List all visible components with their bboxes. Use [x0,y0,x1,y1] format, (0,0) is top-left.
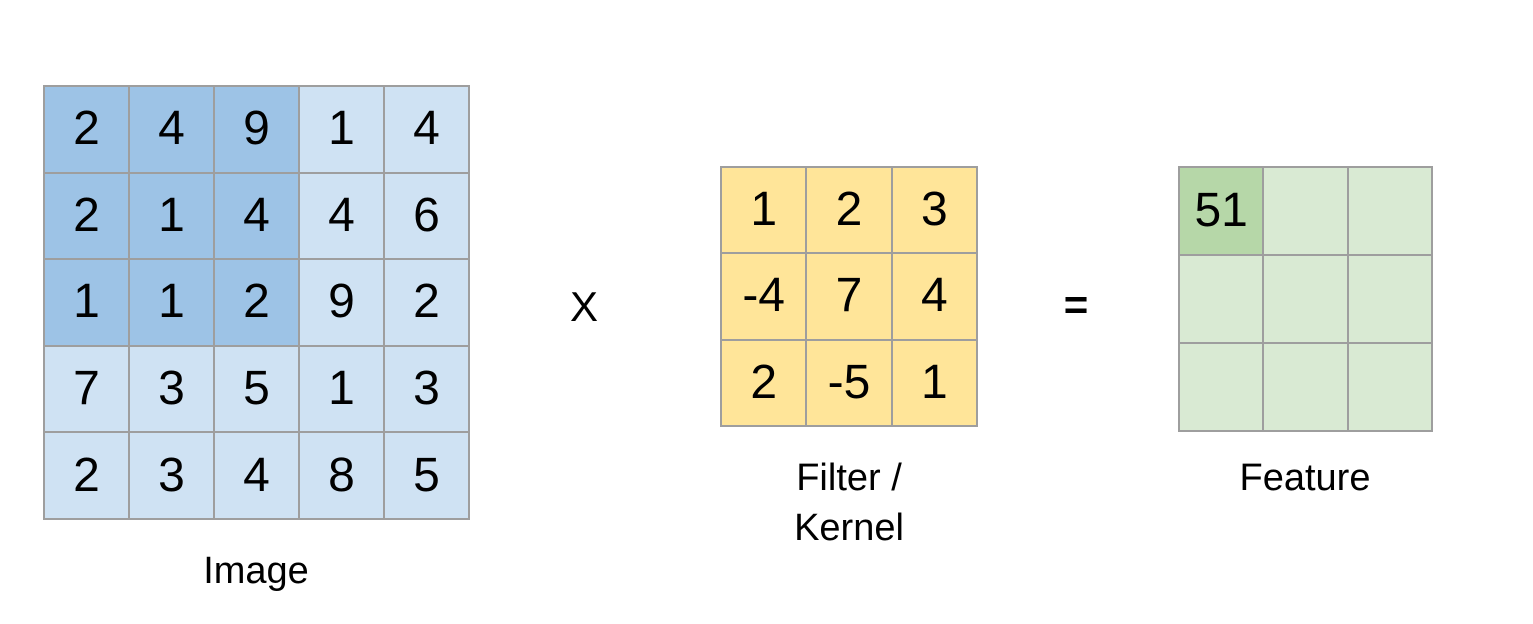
filter-cell: 2 [807,168,891,253]
filter-cell: 1 [722,168,806,253]
feature-cell [1264,256,1347,342]
feature-map-grid: 51 [1178,166,1433,432]
filter-kernel-label: Filter / Kernel [794,457,904,549]
filter-cell: 3 [892,168,976,253]
feature-cell [1348,256,1431,342]
filter-cell: 1 [892,340,976,425]
image-cell: 2 [215,260,298,345]
image-cell: 1 [45,260,128,345]
multiply-operator: X [569,283,599,330]
image-cell: 2 [45,433,128,518]
image-cell: 7 [45,346,128,432]
filter-cell: 2 [722,340,806,425]
image-cell: 4 [215,433,298,518]
image-cell: 3 [130,433,213,518]
image-cell: 4 [385,87,468,172]
image-cell: 9 [300,260,383,345]
image-cell: 5 [385,433,468,518]
image-label: Image [203,550,309,592]
filter-cell: -5 [807,340,891,425]
image-cell: 1 [300,87,383,172]
image-cell: 4 [130,87,213,172]
feature-label: Feature [1239,457,1371,499]
image-cell: 4 [300,173,383,259]
filter-cell: 4 [892,254,976,339]
image-cell: 2 [45,87,128,172]
equals-operator: = [1063,281,1089,328]
image-cell: 9 [215,87,298,172]
feature-cell [1264,168,1347,254]
image-cell: 5 [215,346,298,432]
feature-cell [1264,344,1347,430]
image-cell: 1 [130,173,213,259]
image-cell: 3 [385,346,468,432]
image-cell: 6 [385,173,468,259]
image-cell: 2 [385,260,468,345]
filter-cell: 7 [807,254,891,339]
feature-cell [1348,344,1431,430]
image-cell: 1 [300,346,383,432]
image-cell: 1 [130,260,213,345]
image-cell: 4 [215,173,298,259]
filter-cell: -4 [722,254,806,339]
image-cell: 8 [300,433,383,518]
feature-cell [1348,168,1431,254]
feature-cell: 51 [1180,168,1263,254]
image-cell: 3 [130,346,213,432]
feature-cell [1180,256,1263,342]
feature-cell [1180,344,1263,430]
image-cell: 2 [45,173,128,259]
